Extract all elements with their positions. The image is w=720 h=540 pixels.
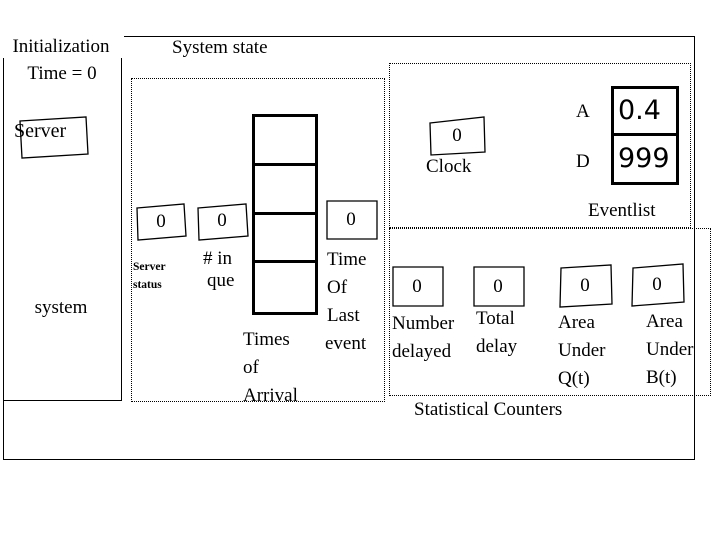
stat-counter-label-line1: Area [646, 311, 683, 332]
stat-counter-value: 0 [493, 275, 503, 297]
eventlist-caption: Eventlist [588, 200, 656, 221]
stat-counter-label-line1: Total [476, 308, 515, 329]
number-in-queue-cell: 0 [196, 199, 249, 241]
clock-cell: 0 [428, 113, 486, 157]
stat-counter-value: 0 [652, 274, 662, 295]
stat-counter-value: 0 [580, 275, 590, 296]
time-of-last-event-value: 0 [346, 209, 356, 230]
stat-counter-cell-area-under-qt: 0 [558, 263, 613, 308]
times-of-arrival-label-line1: Times [243, 329, 290, 350]
initialization-title: Initialization [0, 36, 124, 58]
stat-counter-cell-total-delay: 0 [472, 265, 525, 307]
number-in-queue-value: 0 [217, 209, 227, 231]
clock-value: 0 [452, 124, 462, 146]
server-status-label-line1: Server [133, 261, 166, 273]
times-of-arrival-column [252, 114, 318, 315]
eventlist-region [389, 63, 691, 228]
times-of-arrival-label-line3: Arrival [243, 385, 298, 406]
stat-counter-cell-number-delayed: 0 [391, 265, 444, 307]
server-box [18, 115, 89, 159]
server-status-cell: 0 [135, 200, 187, 242]
time-of-last-event-label-line2: Of [327, 277, 348, 298]
stat-counter-label-line2: Under [558, 340, 606, 361]
eventlist-key-arrival: A [576, 101, 590, 122]
stat-counter-label-line1: Area [558, 312, 595, 333]
stat-counter-label-line2: delayed [392, 341, 452, 362]
stat-counter-label-line3: B(t) [646, 367, 677, 388]
clock-label: Clock [426, 156, 472, 177]
initialization-system-word: system [34, 297, 88, 318]
server-status-value: 0 [156, 210, 166, 232]
system-state-title: System state [172, 37, 268, 58]
stat-counter-label-line3: Q(t) [558, 368, 590, 389]
stat-counter-cell-area-under-bt: 0 [630, 262, 685, 307]
times-of-arrival-cell [255, 166, 315, 215]
statistical-counters-region [389, 228, 711, 396]
stat-counter-value: 0 [412, 275, 422, 297]
stat-counter-label-line2: Under [646, 339, 694, 360]
time-of-last-event-label-line1: Time [327, 249, 367, 270]
stat-counter-label-line1: Number [392, 313, 455, 334]
server-status-label-line2: status [133, 279, 162, 291]
number-in-queue-label-line1: # in [203, 248, 233, 269]
eventlist-stack: 0.4 999 [611, 86, 679, 185]
initialization-panel [3, 38, 122, 401]
times-of-arrival-cell [255, 117, 315, 166]
times-of-arrival-cell [255, 263, 315, 312]
eventlist-value-departure: 999 [618, 143, 670, 175]
server-box-label: Server [14, 120, 67, 142]
time-of-last-event-label-line3: Last [327, 305, 360, 326]
stat-counter-label-line2: delay [476, 336, 518, 357]
eventlist-value-arrival: 0.4 [614, 89, 676, 136]
time-of-last-event-label-line4: event [325, 333, 367, 354]
eventlist-key-departure: D [576, 151, 590, 172]
system-state-region [131, 78, 385, 402]
initialization-time-label: Time = 0 [27, 63, 97, 84]
time-of-last-event-cell: 0 [325, 199, 378, 240]
number-in-queue-label-line2: que [207, 270, 235, 291]
times-of-arrival-cell [255, 215, 315, 264]
times-of-arrival-label-line2: of [243, 357, 259, 378]
statistical-counters-caption: Statistical Counters [414, 399, 563, 420]
